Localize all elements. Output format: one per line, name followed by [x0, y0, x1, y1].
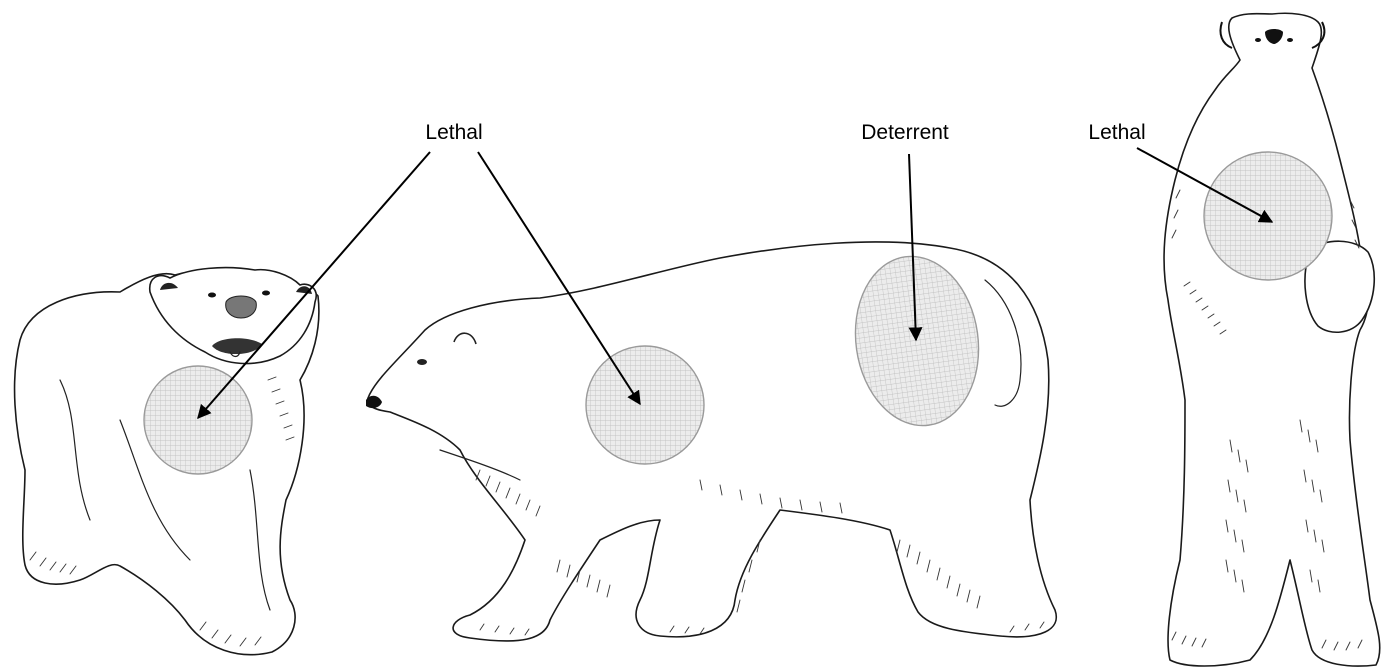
lethal-zone-front — [144, 366, 252, 474]
eye-left — [208, 293, 216, 298]
bear-side-eye — [417, 359, 427, 365]
eye-right — [262, 291, 270, 296]
lethal-zone-standing — [1204, 152, 1332, 280]
bear-front-quarter — [15, 268, 319, 655]
label-deterrent: Deterrent — [861, 121, 949, 144]
label-lethal-standing: Lethal — [1088, 121, 1145, 144]
lethal-zone-side — [586, 346, 704, 464]
nose — [226, 296, 257, 318]
bear-standing — [1164, 13, 1380, 666]
bear-standing-eye-left — [1255, 38, 1261, 42]
label-lethal-left: Lethal — [425, 121, 482, 144]
bear-standing-body — [1164, 13, 1380, 666]
bear-side-walking — [366, 242, 1056, 641]
bear-standing-eye-right — [1287, 38, 1293, 42]
